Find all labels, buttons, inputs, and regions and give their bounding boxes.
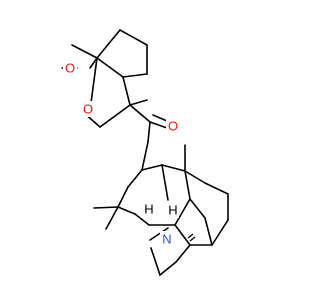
bond (141, 141, 149, 171)
bond-lines (61, 29, 229, 276)
bond (152, 114, 168, 122)
bond (149, 227, 169, 241)
bond (71, 44, 98, 59)
bond (127, 169, 143, 188)
bond (204, 182, 229, 195)
atom-labels: O O O H H N (63, 60, 180, 247)
bond (93, 206, 119, 209)
hash-bond-mark (189, 236, 196, 242)
molecule-diagram: O O O H H N (61, 29, 229, 276)
bond (147, 121, 151, 143)
bond (189, 198, 206, 219)
bond (161, 164, 169, 201)
bond (122, 73, 148, 78)
bond (161, 164, 186, 172)
bond (89, 57, 98, 69)
bond (119, 29, 148, 46)
hydrogen-left-label: H (144, 202, 153, 217)
oxygen-carbonyl-label: O (168, 119, 178, 134)
bond (211, 219, 229, 246)
bond (90, 57, 98, 104)
bond (129, 99, 148, 106)
bond (105, 206, 119, 230)
oxygen-ring-label: O (83, 102, 93, 117)
bond (175, 244, 191, 263)
bond (117, 206, 136, 215)
bond (184, 170, 191, 200)
hash-bond-mark (187, 233, 194, 239)
bond (174, 224, 191, 246)
bond (117, 186, 129, 208)
nitrogen-label: N (162, 232, 171, 247)
bond (129, 104, 151, 123)
bond (149, 121, 168, 129)
oxygen-bridge-label: O (65, 61, 75, 76)
bond (150, 247, 161, 276)
bond (141, 164, 163, 171)
bond (174, 198, 191, 226)
bond (184, 170, 206, 184)
bond (134, 213, 150, 226)
bond (122, 76, 131, 106)
bond (159, 261, 177, 276)
bond (96, 29, 121, 59)
hydrogen-right-label: H (168, 203, 177, 218)
bond (96, 57, 124, 78)
bond (99, 104, 131, 128)
bond (204, 217, 213, 246)
